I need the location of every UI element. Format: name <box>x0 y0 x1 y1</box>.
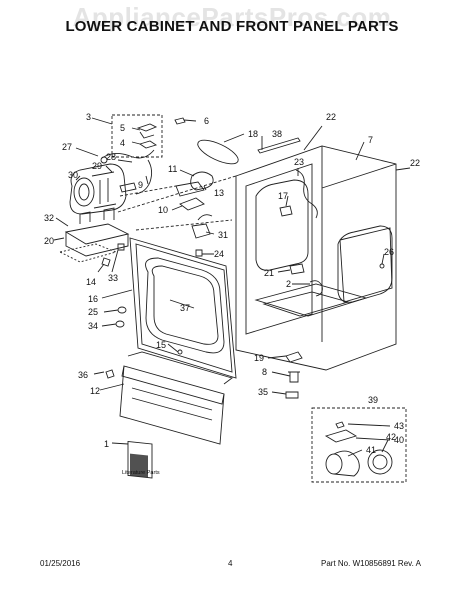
callout-29: 29 <box>92 161 102 171</box>
callout-3: 3 <box>86 112 91 122</box>
callout-37: 37 <box>180 303 190 313</box>
literature-label: Literature Parts <box>122 470 160 476</box>
callout-42: 42 <box>386 432 396 442</box>
callout-23: 23 <box>294 157 304 167</box>
part-4-bracket <box>138 140 158 149</box>
part-42-vent-hood <box>367 449 393 475</box>
callout-5: 5 <box>120 123 125 133</box>
callout-25: 25 <box>88 307 98 317</box>
part-29-clip <box>100 156 108 164</box>
callout-4: 4 <box>120 138 125 148</box>
part-16-front-panel <box>129 237 237 379</box>
part-34-screw <box>115 320 125 328</box>
callout-12: 12 <box>90 386 100 396</box>
callout-36: 36 <box>78 370 88 380</box>
callout-43: 43 <box>394 421 404 431</box>
watermark: AppliancePartsPros.com <box>72 2 392 32</box>
callout-13: 13 <box>214 188 224 198</box>
part-41-vent-elbow <box>325 450 360 477</box>
callout-26: 26 <box>384 247 394 257</box>
callout-2: 2 <box>286 279 291 289</box>
part-17-light <box>279 205 293 217</box>
part-6-screw <box>174 117 186 125</box>
part-23-harness <box>295 169 318 219</box>
callout-35: 35 <box>258 387 268 397</box>
page-title: LOWER CABINET AND FRONT PANEL PARTS <box>65 18 399 35</box>
leader-lines <box>53 117 411 457</box>
part-10-idler <box>179 197 205 211</box>
part-8-leveling-leg <box>288 371 300 383</box>
callout-10: 10 <box>158 205 168 215</box>
part-36-screw <box>105 369 115 379</box>
callout-22: 22 <box>326 112 336 122</box>
part-14-screw <box>101 257 111 267</box>
callout-15: 15 <box>156 340 166 350</box>
callout-24: 24 <box>214 249 224 259</box>
part-31-switch <box>191 214 213 257</box>
callout-32: 32 <box>44 213 54 223</box>
callout-22: 22 <box>410 158 420 168</box>
callout-27: 27 <box>62 142 72 152</box>
callout-39: 39 <box>368 395 378 405</box>
part-25-clip <box>117 306 127 314</box>
part-13-bracket <box>175 181 205 197</box>
callout-17: 17 <box>278 191 288 201</box>
part-20-motor-mount <box>58 207 130 263</box>
callout-7: 7 <box>368 135 373 145</box>
part-30-motor <box>69 163 137 215</box>
callout-6: 6 <box>204 116 209 126</box>
part-2-sensor <box>309 280 323 297</box>
callout-8: 8 <box>262 367 267 377</box>
part-21-switch <box>289 263 305 275</box>
callout-9: 9 <box>138 180 143 190</box>
callout-16: 16 <box>88 294 98 304</box>
callout-18: 18 <box>248 129 258 139</box>
part-43-screw <box>335 421 345 429</box>
part-40-plate <box>324 429 358 443</box>
part-18-drive-belt <box>197 139 239 165</box>
footer-part-number: Part No. W10856891 Rev. A <box>321 559 421 568</box>
part-12-toe-panel <box>119 351 233 445</box>
callout-19: 19 <box>254 353 264 363</box>
callout-11: 11 <box>168 164 177 174</box>
callout-34: 34 <box>88 321 98 331</box>
part-7-cabinet <box>235 145 397 371</box>
group-box-39 <box>311 407 407 483</box>
callout-20: 20 <box>44 236 54 246</box>
group-box-5-4 <box>111 114 163 158</box>
callout-21: 21 <box>264 268 274 278</box>
part-26-screw <box>379 263 385 269</box>
assembly-leader <box>117 175 237 231</box>
callout-31: 31 <box>218 230 228 240</box>
callout-1: 1 <box>104 439 109 449</box>
callout-40: 40 <box>394 435 404 445</box>
footer-page-number: 4 <box>228 559 233 568</box>
callout-38: 38 <box>272 129 282 139</box>
callout-33: 33 <box>108 273 118 283</box>
callout-14: 14 <box>86 277 96 287</box>
part-33-clip <box>117 243 125 251</box>
part-28-wire <box>101 149 155 159</box>
part-5-bracket <box>136 123 158 139</box>
part-38-strip <box>257 137 301 154</box>
part-35-foot <box>285 391 299 399</box>
callout-30: 30 <box>68 170 78 180</box>
callout-28: 28 <box>106 152 116 162</box>
part-11-pulley <box>190 171 214 191</box>
part-19-bracket <box>285 351 303 363</box>
callout-41: 41 <box>366 445 376 455</box>
footer-date: 01/25/2016 <box>40 559 81 568</box>
